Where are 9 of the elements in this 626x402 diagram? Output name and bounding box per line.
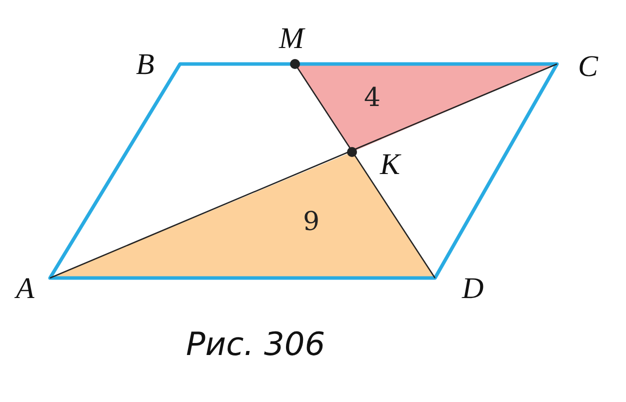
point-label: D xyxy=(462,274,484,304)
point-label: A xyxy=(16,274,34,304)
point-label: B xyxy=(136,50,154,80)
area-label: 4 xyxy=(364,85,381,111)
point-label: K xyxy=(380,150,400,180)
figure-caption: Рис. 306 xyxy=(186,328,326,360)
area-label: 9 xyxy=(303,209,320,235)
point-label: M xyxy=(279,24,304,54)
point-label: C xyxy=(578,52,598,82)
